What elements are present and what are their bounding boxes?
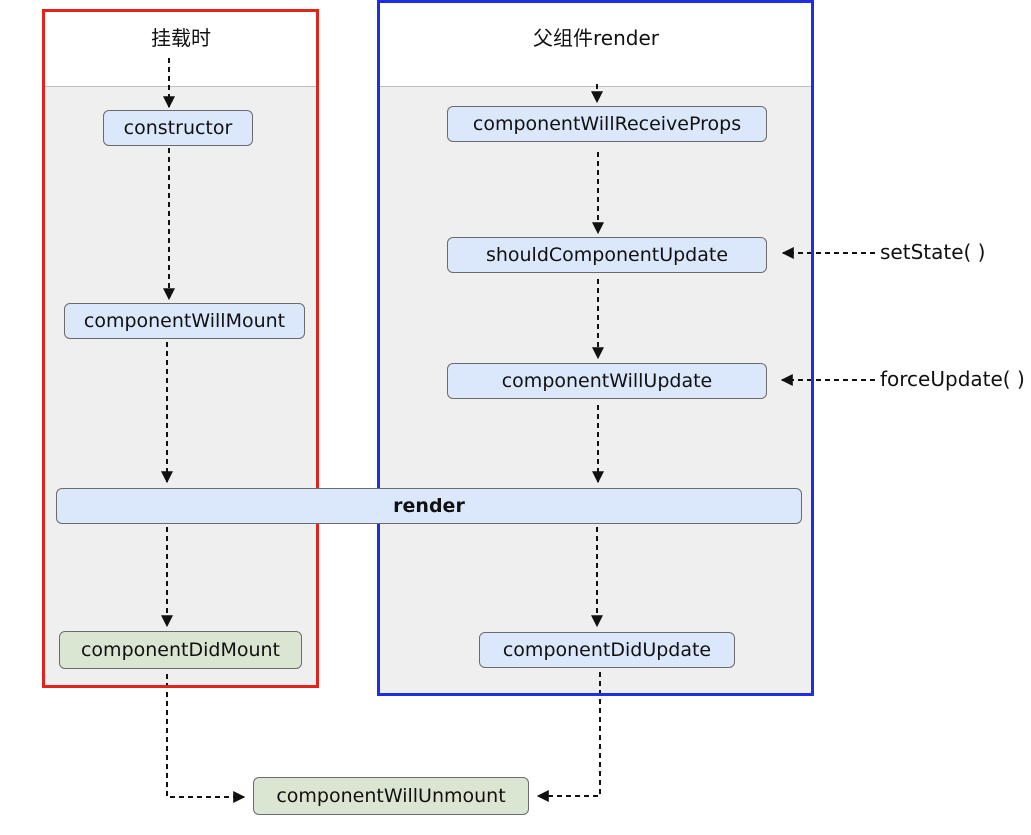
mount-header-divider bbox=[44, 86, 318, 87]
component-will-update-node: componentWillUpdate bbox=[447, 363, 767, 399]
update-panel-title: 父组件render bbox=[533, 26, 659, 50]
mount-panel-frame bbox=[42, 9, 319, 688]
render-node: render bbox=[56, 488, 802, 524]
set-state-label: setState( ) bbox=[880, 240, 986, 264]
component-did-mount-node: componentDidMount bbox=[59, 631, 302, 669]
should-component-update-node: shouldComponentUpdate bbox=[447, 237, 767, 273]
component-did-update-node: componentDidUpdate bbox=[479, 632, 735, 668]
arrow-didmount-to-unmount bbox=[166, 674, 246, 803]
component-will-unmount-node: componentWillUnmount bbox=[253, 777, 529, 815]
mount-panel-title: 挂载时 bbox=[151, 26, 211, 50]
component-will-receive-props-node: componentWillReceiveProps bbox=[447, 106, 767, 142]
arrow-didupdate-to-unmount bbox=[536, 672, 601, 802]
mount-panel-body bbox=[44, 86, 318, 686]
update-panel-frame bbox=[377, 0, 814, 696]
force-update-label: forceUpdate( ) bbox=[880, 367, 1025, 391]
component-will-mount-node: componentWillMount bbox=[64, 303, 305, 339]
constructor-node: constructor bbox=[103, 110, 253, 146]
